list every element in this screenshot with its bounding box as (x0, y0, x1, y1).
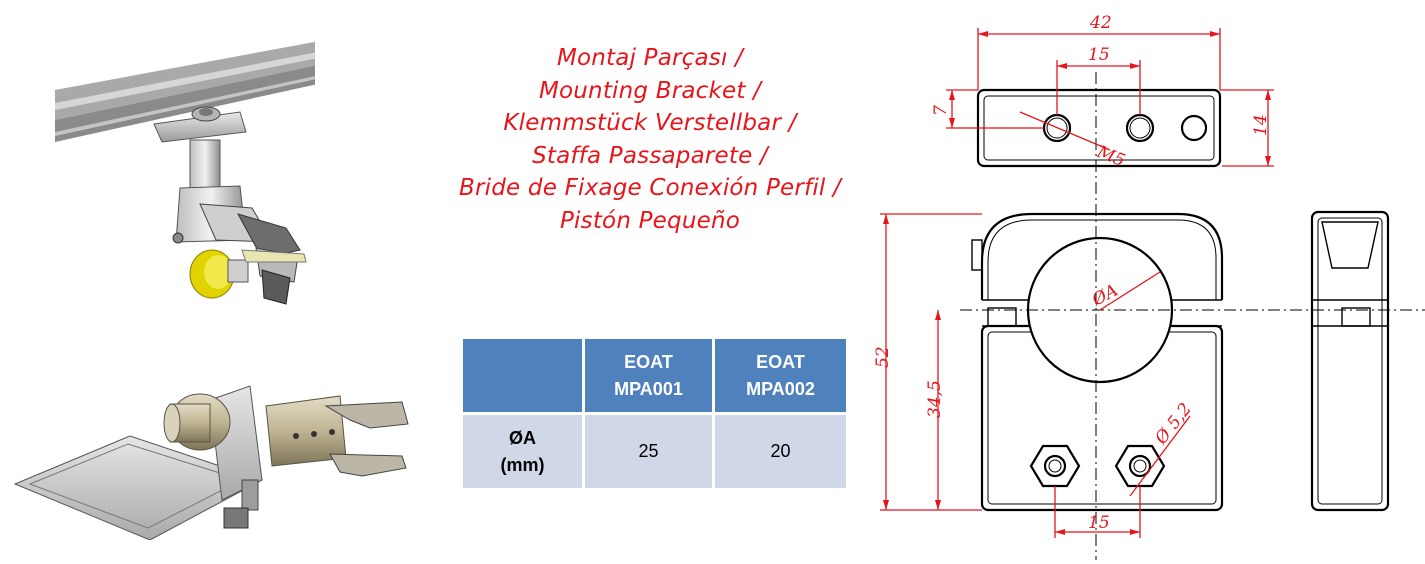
dim-hole-diameter: Ø 5,2 (1151, 399, 1196, 449)
title-line-it: Staffa Passaparete / (532, 142, 768, 169)
dim-height: 52 (873, 346, 893, 368)
value-mpa002: 20 (715, 415, 846, 488)
spec-table: EOAT MPA001 EOAT MPA002 ØA (mm) 25 20 (460, 336, 849, 491)
product-title: Montaj Parçası / Mounting Bracket / Klem… (440, 42, 860, 238)
header-mpa001: EOAT MPA001 (585, 339, 712, 412)
gripper-bracket-illustration (13, 385, 409, 540)
dim-depth: 14 (1251, 114, 1271, 136)
value-mpa001: 25 (585, 415, 712, 488)
rail-mount-illustration (55, 41, 315, 305)
title-line-de: Klemmstück Verstellbar / (503, 110, 797, 137)
row-label-diameter: ØA (mm) (463, 415, 582, 488)
table-row: ØA (mm) 25 20 (463, 415, 846, 488)
title-line-es: Pistón Pequeño (559, 207, 741, 234)
dim-width: 42 (1089, 13, 1112, 33)
dim-hole-spacing-bottom: 15 (1088, 513, 1110, 533)
dim-hole-offset: 7 (931, 105, 951, 116)
header-mpa002: EOAT MPA002 (715, 339, 846, 412)
technical-drawing: 42 15 7 14 M5 ØA 52 34,5 Ø 5,2 15 (873, 13, 1425, 560)
header-blank (463, 339, 582, 412)
title-line-fr-es: Bride de Fixage Conexión Perfil / (459, 175, 841, 202)
spec-table-header-row: EOAT MPA001 EOAT MPA002 (463, 339, 846, 412)
title-line-tr: Montaj Parçası / (556, 45, 744, 71)
dim-hole-spacing-top: 15 (1088, 45, 1110, 65)
title-line-en: Mounting Bracket / (538, 77, 762, 104)
dim-center-height: 34,5 (925, 380, 945, 418)
